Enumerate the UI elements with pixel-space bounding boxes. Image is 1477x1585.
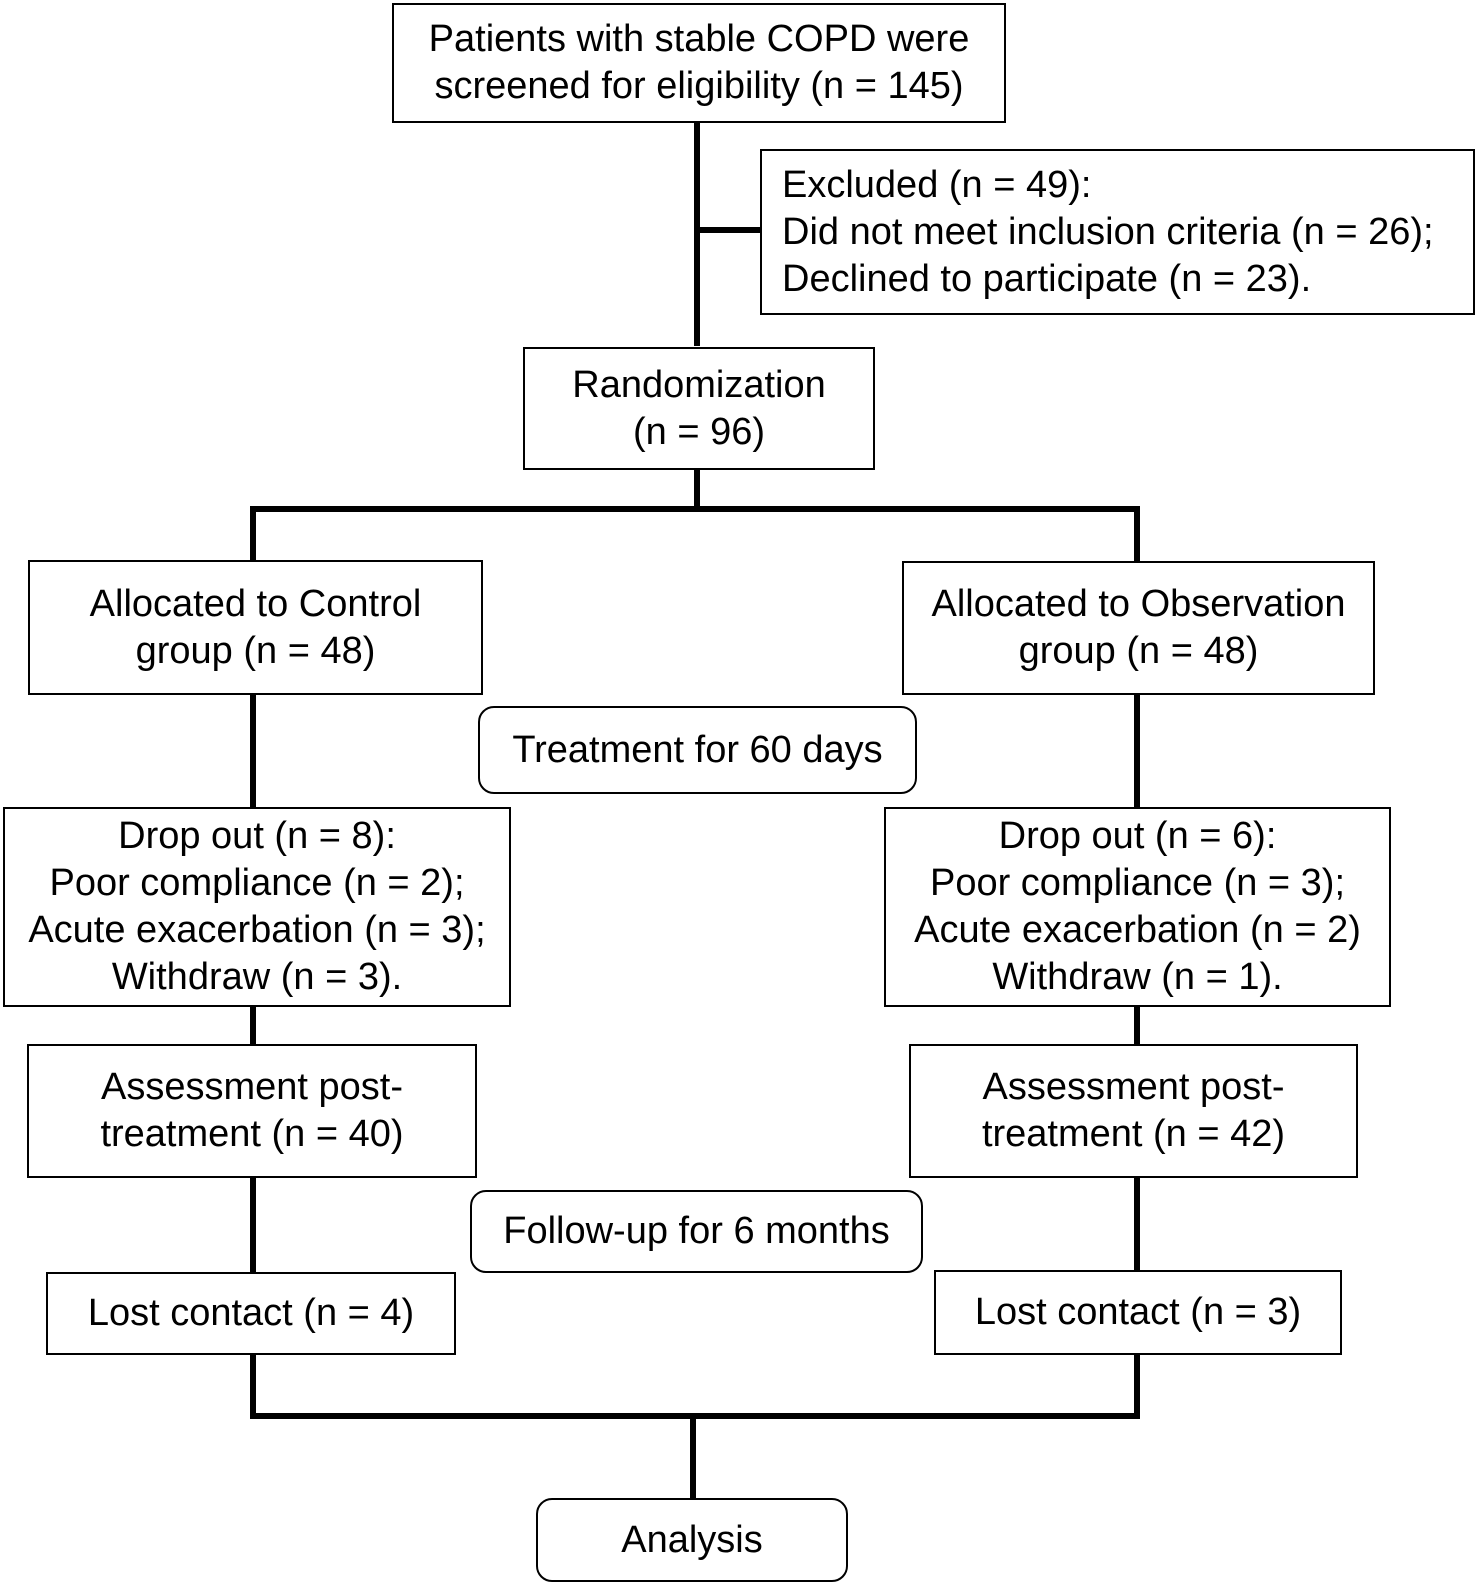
control-lost-box: Lost contact (n = 4) [46, 1272, 456, 1355]
box-text-line: Allocated to Control [89, 582, 422, 625]
box-text-line: treatment (n = 42) [981, 1113, 1286, 1155]
box-text-line: Declined to participate (n = 23). [782, 257, 1312, 300]
box-text-line: Acute exacerbation (n = 2) [914, 909, 1361, 951]
observation-assessment-box: Assessment post-treatment (n = 42) [909, 1044, 1358, 1178]
connector-branch-bottom [250, 1353, 1140, 1419]
box-text-line: Lost contact (n = 4) [87, 1292, 415, 1334]
box-text-line: Analysis [621, 1518, 763, 1561]
box-text-line: Withdraw (n = 1). [992, 956, 1283, 998]
box-text-line: group (n = 48) [135, 629, 376, 672]
box-text-line: Patients with stable COPD were [428, 18, 970, 60]
box-text-line: Acute exacerbation (n = 3); [28, 909, 486, 951]
box-text-line: treatment (n = 40) [100, 1113, 404, 1155]
box-text-line: Follow-up for 6 months [503, 1210, 890, 1252]
control-dropout-box: Drop out (n = 8): Poor compliance (n = 2)… [3, 807, 511, 1007]
box-text-line: Drop out (n = 6): [998, 815, 1277, 857]
box-text-line: Lost contact (n = 3) [974, 1291, 1302, 1333]
box-text-line: Poor compliance (n = 3); [929, 862, 1346, 904]
control-assessment-box: Assessment post-treatment (n = 40) [27, 1044, 477, 1178]
treatment-box: Treatment for 60 days [478, 706, 917, 794]
box-text-line: (n = 96) [632, 410, 766, 453]
box-text-line: Allocated to Observation [931, 583, 1346, 625]
box-text-line: Assessment post- [101, 1066, 403, 1108]
connector-branch-top [250, 506, 1140, 562]
box-text-line: Assessment post- [982, 1066, 1285, 1108]
box-text-line: Withdraw (n = 3). [111, 956, 403, 998]
box-text-line: Excluded (n = 49): [782, 163, 1092, 206]
box-text-line: Treatment for 60 days [512, 728, 883, 771]
box-text-line: screened for eligibility (n = 145) [434, 65, 964, 107]
analysis-box: Analysis [536, 1498, 848, 1582]
screening-box: Patients with stable COPD were screened f… [392, 3, 1006, 123]
box-text-line: Poor compliance (n = 2); [49, 862, 465, 904]
excluded-box: Excluded (n = 49):Did not meet inclusion… [760, 149, 1475, 315]
box-text-line: group (n = 48) [1018, 630, 1259, 672]
observation-allocated-box: Allocated to Observation group (n = 48) [902, 561, 1375, 695]
observation-dropout-box: Drop out (n = 6): Poor compliance (n = 3)… [884, 807, 1391, 1007]
followup-box: Follow-up for 6 months [470, 1190, 923, 1273]
box-text-line: Drop out (n = 8): [118, 815, 396, 857]
randomization-box: Randomization(n = 96) [523, 347, 875, 470]
box-text-line: Randomization [572, 363, 826, 406]
observation-lost-box: Lost contact (n = 3) [934, 1270, 1342, 1355]
box-text-line: Did not meet inclusion criteria (n = 26)… [782, 210, 1434, 253]
